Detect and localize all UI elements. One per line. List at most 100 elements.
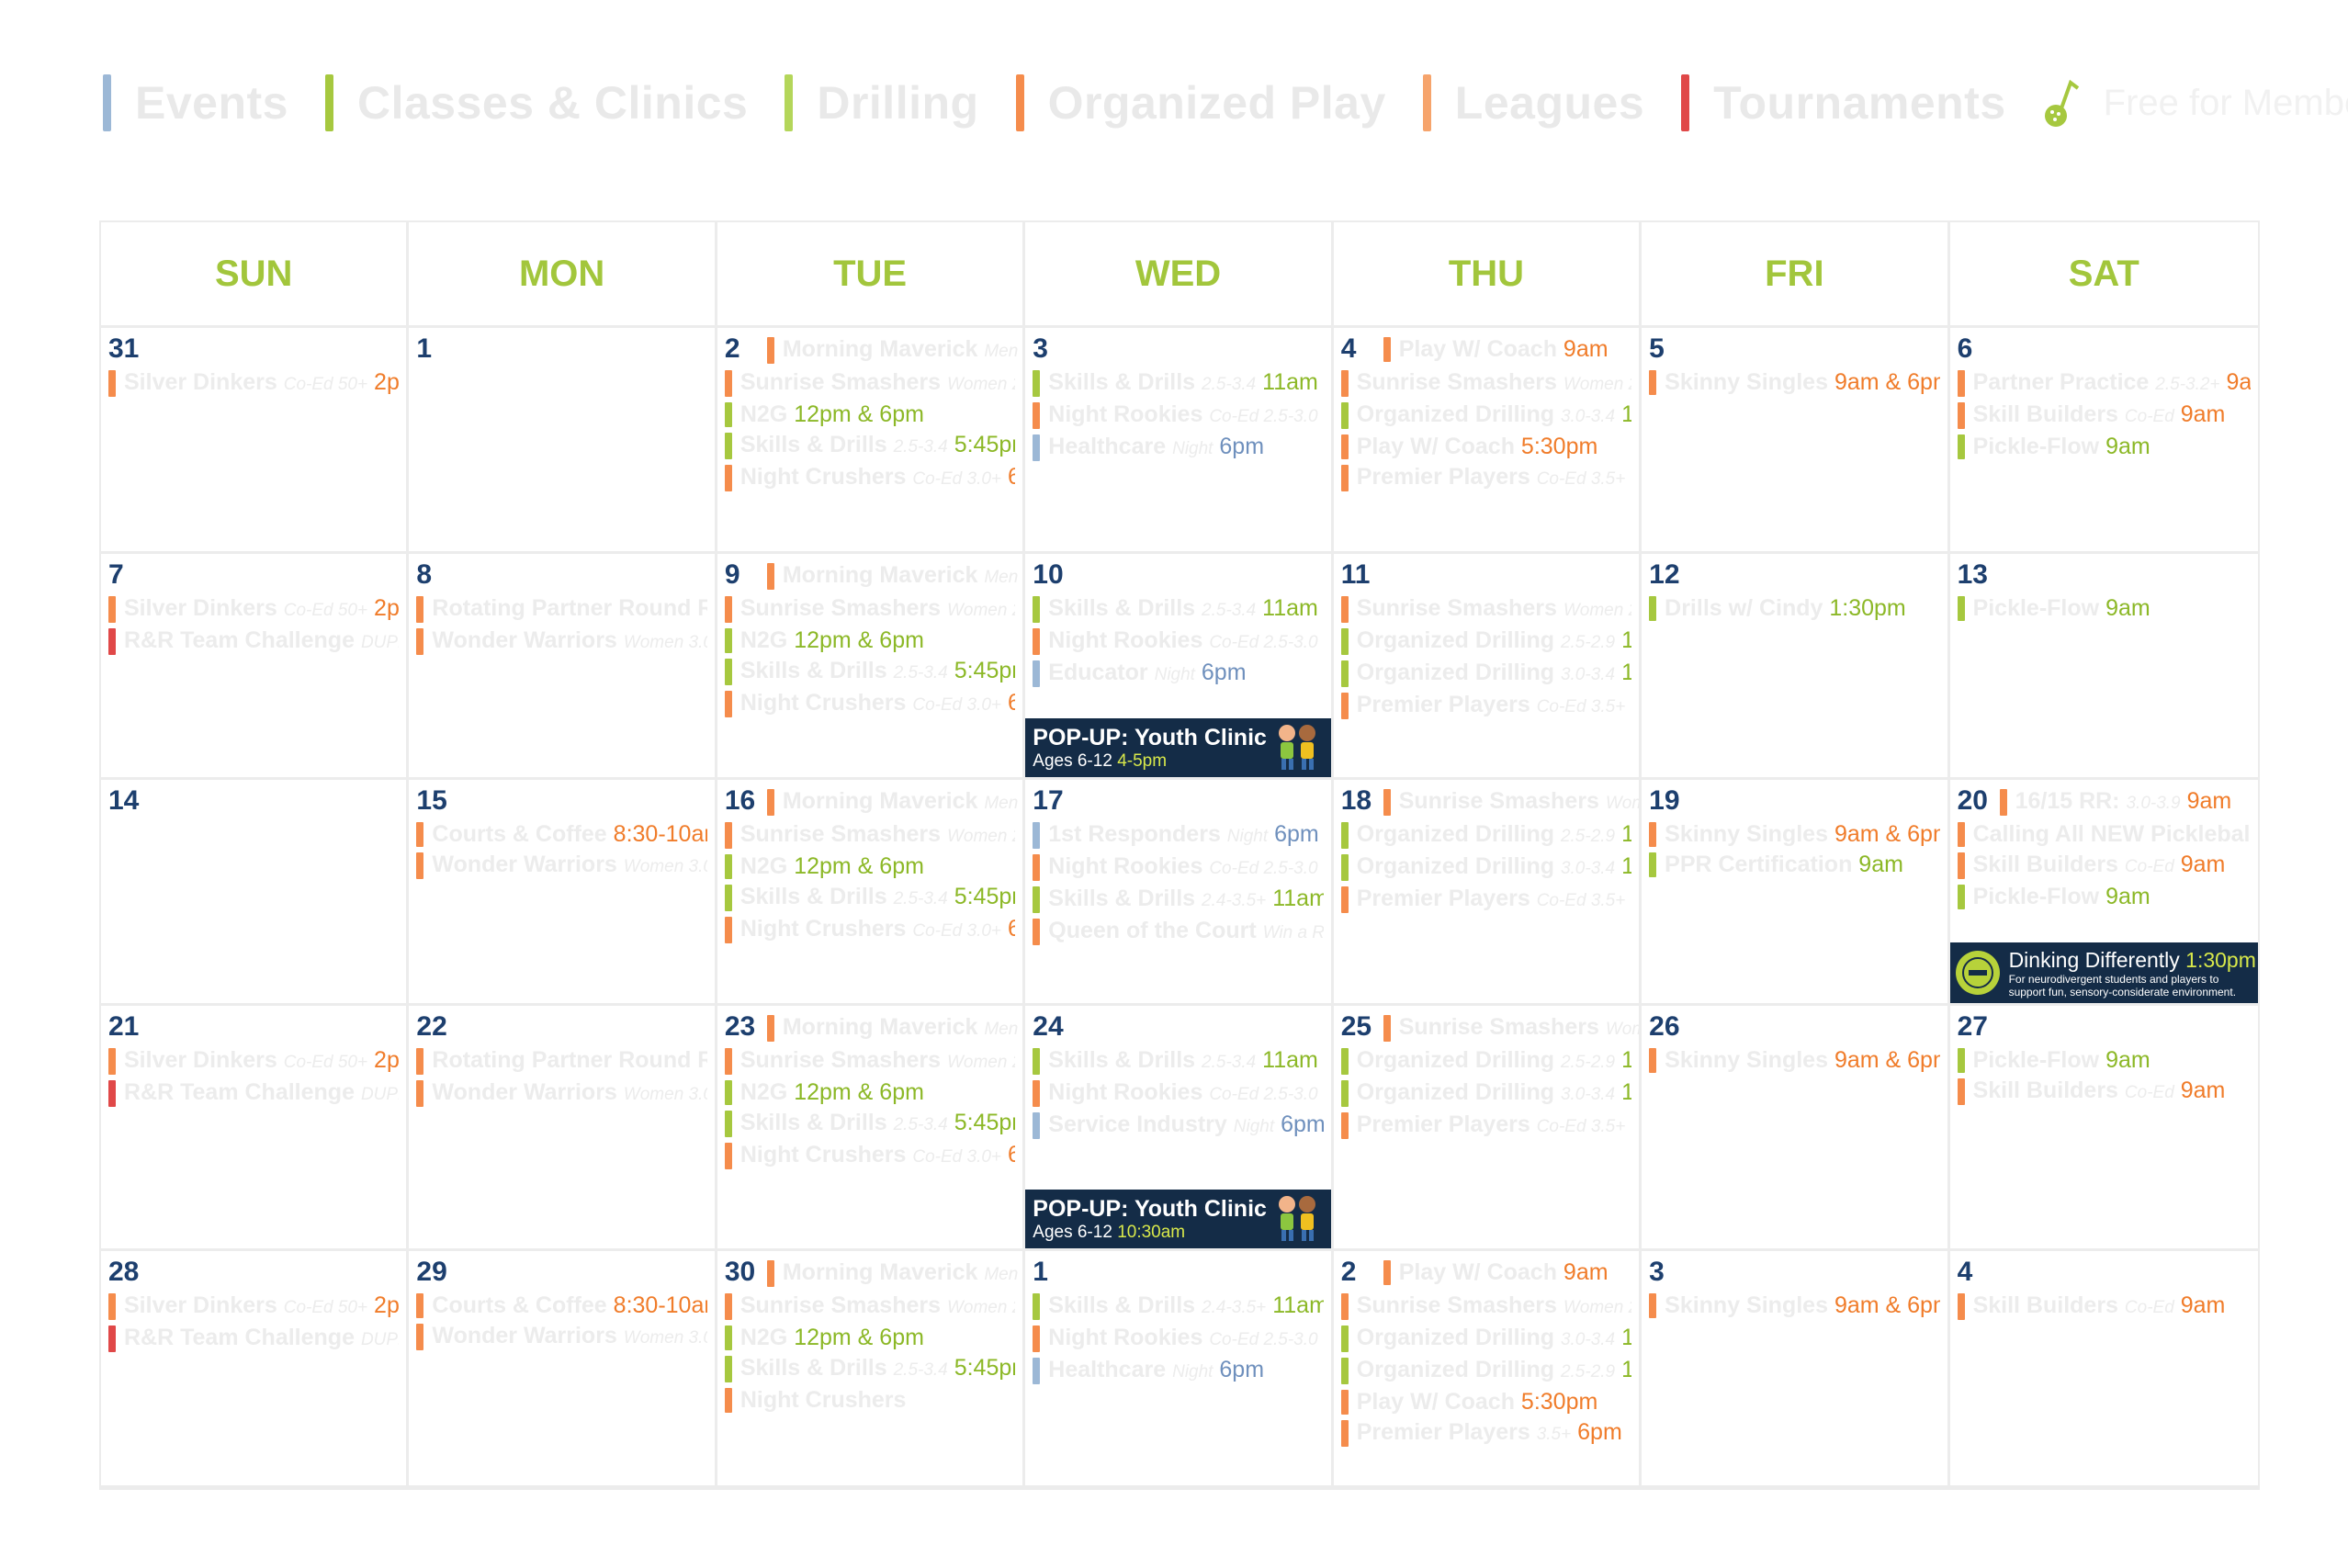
calendar-event[interactable]: Healthcare Night 6pm xyxy=(1033,1358,1323,1384)
calendar-event[interactable]: Skill Builders Co-Ed 9am xyxy=(1957,1078,2251,1105)
calendar-event[interactable]: N2G 12pm & 6pm xyxy=(724,854,1015,879)
calendar-event[interactable]: Silver Dinkers Co-Ed 50+ 2pm xyxy=(108,1048,399,1075)
calendar-event[interactable]: Partner Practice 2.5-3.2+ 9am xyxy=(1957,370,2251,397)
calendar-event[interactable]: Wonder Warriors Women 3.0+ 6pm xyxy=(416,852,707,879)
calendar-event[interactable]: N2G 12pm & 6pm xyxy=(724,628,1015,653)
calendar-event[interactable]: Morning Maverick Men 3.0+ 6pm xyxy=(766,1015,1022,1042)
calendar-event[interactable]: Wonder Warriors Women 3.0+ 6pm xyxy=(416,1324,707,1350)
calendar-event[interactable]: Wonder Warriors Women 3.0+ 6pm xyxy=(416,1080,707,1107)
calendar-event[interactable]: Morning Maverick Men 3.0+ 9am xyxy=(766,337,1022,364)
calendar-event[interactable]: Night Rookies Co-Ed 2.5-3.0 6pm xyxy=(1033,402,1323,429)
calendar-event[interactable]: Night Rookies Co-Ed 2.5-3.0 6pm xyxy=(1033,1325,1323,1352)
calendar-event[interactable]: N2G 12pm & 6pm xyxy=(724,1080,1015,1105)
calendar-event[interactable]: Skills & Drills 2.5-3.4 5:45pm xyxy=(724,433,1015,459)
calendar-event[interactable]: Sunrise Smashers Women 2.0+ 9am xyxy=(724,370,1015,397)
calendar-event[interactable]: Play W/ Coach 9am xyxy=(1383,337,1631,362)
calendar-event[interactable]: Skills & Drills 2.4-3.5+ 11am xyxy=(1033,886,1324,913)
calendar-event[interactable]: Organized Drilling 2.5-2.9 10am xyxy=(1340,1048,1631,1075)
calendar-event[interactable]: Night Crushers Co-Ed 3.0+ 6pm xyxy=(724,917,1015,943)
calendar-event[interactable]: Organized Drilling 3.0-3.4 10am xyxy=(1340,1325,1631,1352)
calendar-event[interactable]: Organized Drilling 3.0-3.4 11:15am xyxy=(1340,1080,1631,1107)
calendar-event[interactable]: Sunrise Smashers Women 2.0+ 9am xyxy=(724,1048,1015,1075)
calendar-event[interactable]: 16/15 RR: 3.0-3.9 9am xyxy=(1999,789,2251,816)
calendar-event[interactable]: Skills & Drills 2.5-3.4 11am xyxy=(1033,1048,1323,1075)
calendar-event[interactable]: Night Crushers xyxy=(724,1388,1015,1413)
calendar-event[interactable]: Skill Builders Co-Ed 9am xyxy=(1957,852,2251,879)
calendar-event[interactable]: Morning Maverick Men 3.0+ 6pm xyxy=(766,563,1022,590)
calendar-event[interactable]: Sunrise Smashers Women 2.0+ 9am xyxy=(1383,789,1639,816)
calendar-event[interactable]: Drills w/ Cindy 1:30pm xyxy=(1649,596,1939,621)
calendar-event[interactable]: Courts & Coffee 8:30-10am xyxy=(416,822,707,847)
calendar-event[interactable]: Skills & Drills 2.5-3.4 5:45pm xyxy=(724,1356,1015,1382)
calendar-event[interactable]: Premier Players Co-Ed 3.5+ 6pm xyxy=(1340,886,1631,913)
calendar-event[interactable]: Skills & Drills 2.4-3.5+ 11am xyxy=(1033,1293,1324,1320)
calendar-event[interactable]: Sunrise Smashers Women 2.0+ 9am xyxy=(1340,370,1631,397)
calendar-event[interactable]: Organized Drilling 2.5-2.9 11:15am xyxy=(1340,1358,1631,1384)
calendar-event[interactable]: Calling All NEW Pickleball Players 9am xyxy=(1957,822,2251,847)
calendar-event[interactable]: Sunrise Smashers Women 2.0+ 9am xyxy=(724,1293,1015,1320)
calendar-event[interactable]: Silver Dinkers Co-Ed 50+ 2pm xyxy=(108,370,399,397)
calendar-event[interactable]: Queen of the Court Win a Reserved Parkin… xyxy=(1033,919,1324,945)
calendar-event[interactable]: Night Crushers Co-Ed 3.0+ 6pm xyxy=(724,465,1015,491)
calendar-event[interactable]: Organized Drilling 3.0-3.4 11:15am xyxy=(1340,854,1631,881)
calendar-event[interactable]: Rotating Partner Round Robin Co-Ed 3.0+ … xyxy=(416,596,707,623)
calendar-event[interactable]: Skills & Drills 2.5-3.4 5:45pm xyxy=(724,659,1015,685)
calendar-event[interactable]: Wonder Warriors Women 3.0+ 6pm xyxy=(416,628,707,655)
calendar-event[interactable]: Skill Builders Co-Ed 9am xyxy=(1957,402,2251,429)
event-name: N2G xyxy=(739,1325,788,1350)
calendar-event[interactable]: Sunrise Smashers Women 2.0+ 9am xyxy=(1340,1293,1631,1320)
calendar-event[interactable]: Night Crushers Co-Ed 3.0+ 6pm xyxy=(724,1143,1015,1169)
calendar-event[interactable]: Silver Dinkers Co-Ed 50+ 2pm xyxy=(108,1293,399,1320)
calendar-event[interactable]: Pickle-Flow 9am xyxy=(1957,885,2251,909)
calendar-event[interactable]: Pickle-Flow 9am xyxy=(1957,1048,2251,1073)
calendar-event[interactable]: Sunrise Smashers Women 2.0+ 9am xyxy=(724,822,1015,849)
calendar-event[interactable]: Skinny Singles 9am & 6pm xyxy=(1649,370,1940,395)
calendar-event[interactable]: R&R Team Challenge DUPR 16 & 18 2pm xyxy=(108,1325,399,1352)
calendar-event[interactable]: Rotating Partner Round Robin Co-Ed 3.0+ … xyxy=(416,1048,707,1075)
calendar-event[interactable]: Night Rookies Co-Ed 2.5-3.0 6pm xyxy=(1033,1080,1323,1107)
calendar-event[interactable]: Premier Players 3.5+ 6pm xyxy=(1340,1420,1631,1447)
calendar-event[interactable]: Educator Night 6pm xyxy=(1033,660,1323,687)
calendar-event[interactable]: N2G 12pm & 6pm xyxy=(724,1325,1015,1350)
calendar-event[interactable]: Organized Drilling 2.5-2.9 10am xyxy=(1340,628,1631,655)
calendar-event[interactable]: Organized Drilling 3.0-3.4 11am xyxy=(1340,402,1631,429)
calendar-event[interactable]: R&R Team Challenge DUPR 16 & 18 2pm xyxy=(108,628,399,655)
calendar-event[interactable]: Premier Players Co-Ed 3.5+ 6pm xyxy=(1340,1112,1631,1139)
calendar-event[interactable]: Skills & Drills 2.5-3.4 5:45pm xyxy=(724,1111,1015,1137)
calendar-event[interactable]: Organized Drilling 3.0-3.4 11:15am xyxy=(1340,660,1631,687)
calendar-event[interactable]: PPR Certification 9am xyxy=(1649,852,1939,877)
calendar-event[interactable]: Skinny Singles 9am & 6pm xyxy=(1649,822,1940,847)
calendar-event[interactable]: Sunrise Smashers Women 2.0+ 9am xyxy=(1340,596,1631,623)
calendar-event[interactable]: 1st Responders Night 6pm xyxy=(1033,822,1323,849)
calendar-event[interactable]: Courts & Coffee 8:30-10am xyxy=(416,1293,707,1318)
calendar-event[interactable]: Skills & Drills 2.5-3.4 11am xyxy=(1033,596,1323,623)
calendar-event[interactable]: Morning Maverick Men 3.0+ 6pm xyxy=(766,789,1022,816)
calendar-event[interactable]: Play W/ Coach 9am xyxy=(1383,1260,1631,1285)
calendar-event[interactable]: Premier Players Co-Ed 3.5+ 6pm xyxy=(1340,693,1631,719)
calendar-event[interactable]: Pickle-Flow 9am xyxy=(1957,596,2251,621)
calendar-event[interactable]: Sunrise Smashers Women 2.0+ 9am xyxy=(1383,1015,1639,1042)
calendar-event[interactable]: Skills & Drills 2.5-3.4 5:45pm xyxy=(724,885,1015,911)
calendar-event[interactable]: Sunrise Smashers Women 2.0+ 9am xyxy=(724,596,1015,623)
calendar-event[interactable]: Skill Builders Co-Ed 9am xyxy=(1957,1293,2251,1320)
calendar-event[interactable]: Skinny Singles 9am & 6pm xyxy=(1649,1048,1940,1073)
calendar-event[interactable]: Play W/ Coach 5:30pm xyxy=(1340,434,1631,459)
calendar-event[interactable]: Play W/ Coach 5:30pm xyxy=(1340,1390,1631,1415)
calendar-event[interactable]: Premier Players Co-Ed 3.5+ 6pm xyxy=(1340,465,1631,491)
calendar-event[interactable]: Night Crushers Co-Ed 3.0+ 6pm xyxy=(724,691,1015,717)
calendar-event[interactable]: Service Industry Night 6pm xyxy=(1033,1112,1324,1139)
calendar-event[interactable]: Morning Maverick Men 3.0+ 6pm xyxy=(766,1260,1022,1287)
calendar-event[interactable]: Organized Drilling 2.5-2.9 10am xyxy=(1340,822,1631,849)
calendar-event[interactable]: Healthcare Night 6pm xyxy=(1033,434,1323,461)
calendar-event[interactable]: R&R Team Challenge DUPR 16 & 18 2pm xyxy=(108,1080,399,1107)
calendar-event[interactable]: Skinny Singles 9am & 6pm xyxy=(1649,1293,1940,1318)
calendar-event[interactable]: Skills & Drills 2.5-3.4 11am xyxy=(1033,370,1323,397)
calendar-event[interactable]: Silver Dinkers Co-Ed 50+ 2pm xyxy=(108,596,399,623)
calendar-event[interactable]: Night Rookies Co-Ed 2.5-3.0 6pm xyxy=(1033,628,1323,655)
calendar-event[interactable]: Night Rookies Co-Ed 2.5-3.0 6pm xyxy=(1033,854,1323,881)
calendar-event[interactable]: Pickle-Flow 9am xyxy=(1957,434,2251,459)
calendar-event[interactable]: N2G 12pm & 6pm xyxy=(724,402,1015,427)
